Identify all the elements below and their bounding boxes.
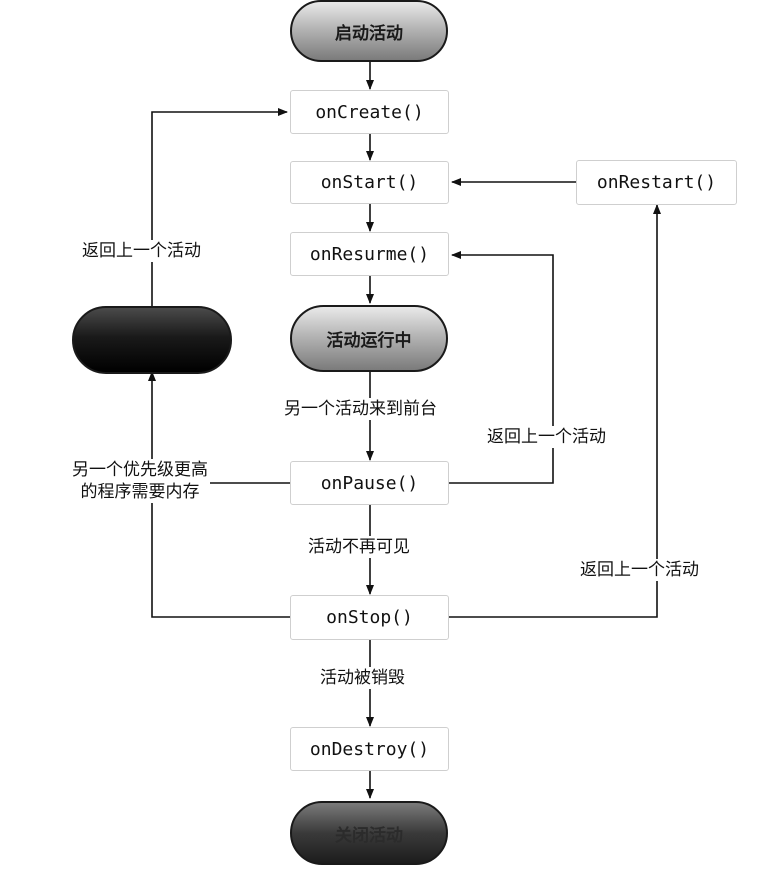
edge-stop-to-terminated [148,371,290,618]
label-activity-destroyed: 活动被销毁 [318,667,407,689]
edge-pause-to-resume [449,251,554,484]
terminated-pill [72,306,232,374]
running-pill: 活动运行中 [290,305,448,372]
on-pause-box: onPause() [290,461,449,505]
label-higher-priority-needs-memory: 另一个优先级更高 的程序需要内存 [70,459,210,503]
label-back-to-activity-left: 返回上一个活动 [80,240,203,262]
on-start-box: onStart() [290,161,449,204]
label-activity-not-visible: 活动不再可见 [306,536,412,558]
label-another-to-front: 另一个活动来到前台 [282,398,439,420]
label-back-to-activity-right: 返回上一个活动 [578,559,701,581]
on-restart-box: onRestart() [576,160,737,205]
on-destroy-box: onDestroy() [290,727,449,771]
label-back-to-activity-mid: 返回上一个活动 [485,426,608,448]
on-stop-box: onStop() [290,595,449,640]
start-pill: 启动活动 [290,0,448,62]
end-pill: 关闭活动 [290,801,448,865]
edge-stop-to-restart [449,204,661,618]
on-resume-box: onResurme() [290,232,449,276]
on-create-box: onCreate() [290,90,449,134]
edge-terminated-to-create [151,108,288,306]
